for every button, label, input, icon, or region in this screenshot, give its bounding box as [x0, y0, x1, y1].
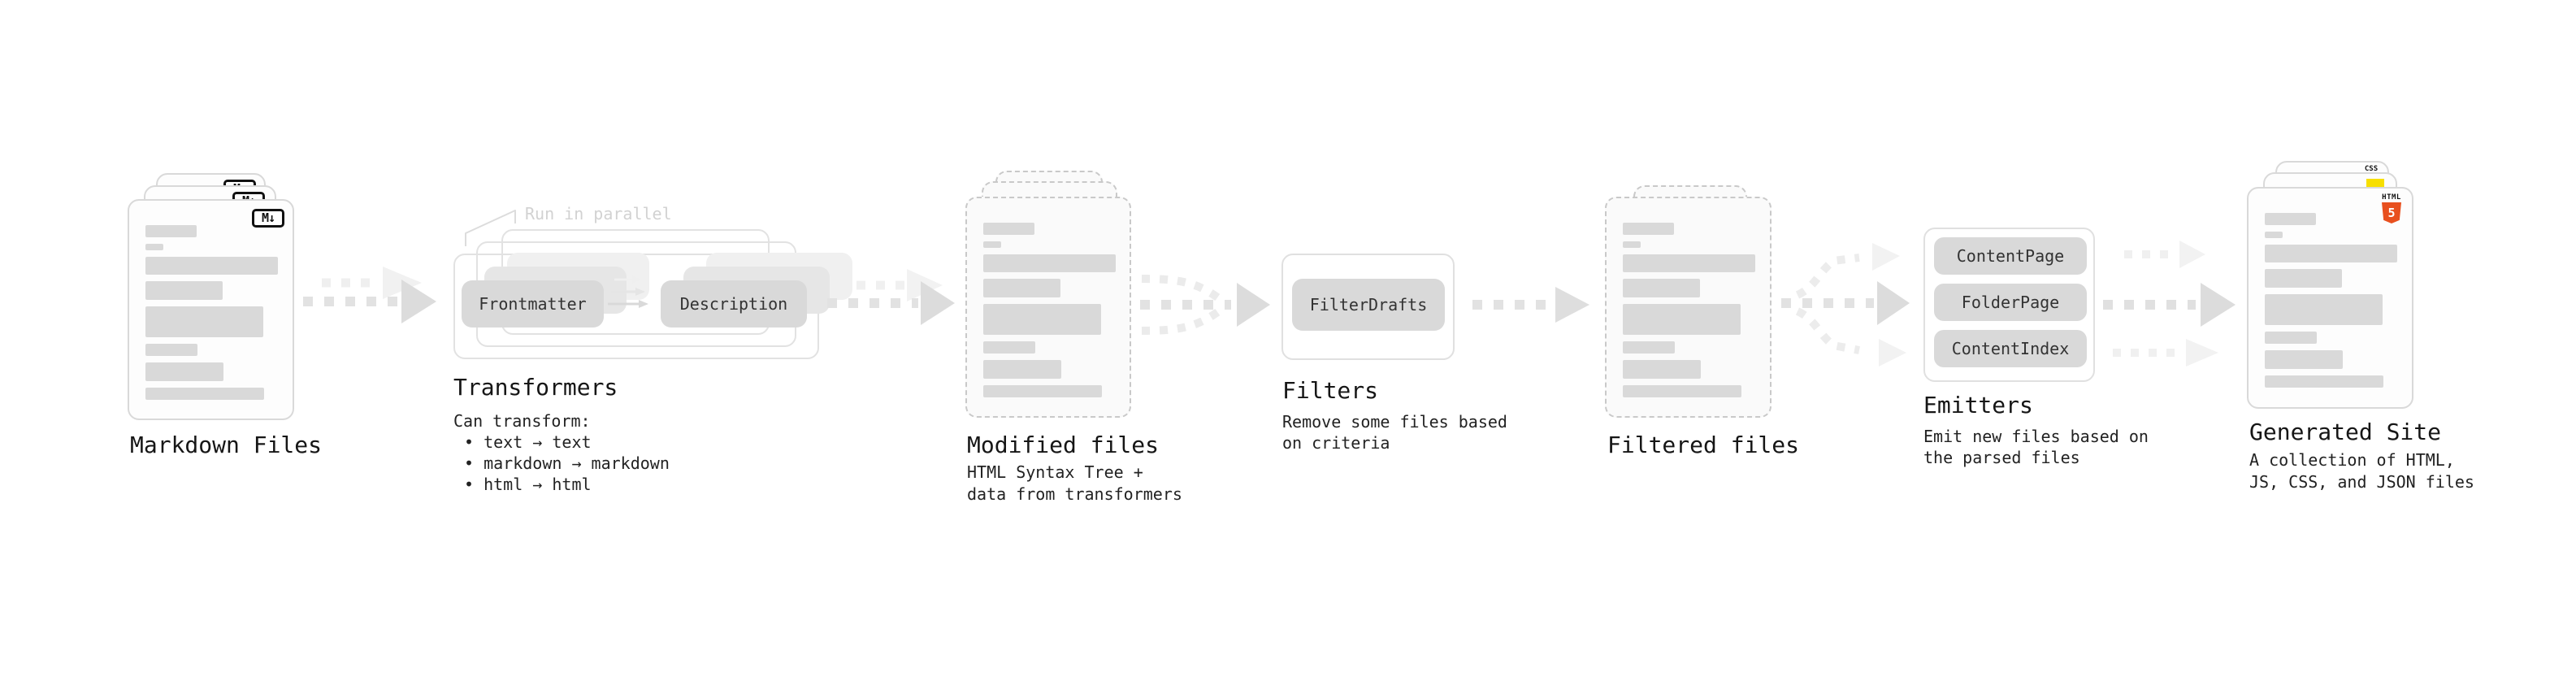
doc-skeleton-bar — [145, 244, 163, 250]
doc-skeleton-bar — [1623, 341, 1675, 354]
doc-skeleton-bar — [983, 304, 1101, 335]
transformers-bullet-1: • text → text — [464, 432, 592, 452]
filtered-files-label: Filtered files — [1607, 432, 1800, 458]
doc-skeleton-bar — [983, 241, 1001, 248]
generated-site-desc-line2: JS, CSS, and JSON files — [2249, 472, 2474, 492]
generated-site-description: A collection of HTML, JS, CSS, and JSON … — [2249, 449, 2474, 493]
doc-skeleton-bar — [145, 225, 197, 237]
emitters-frame — [1923, 228, 2095, 382]
contentpage-box: ContentPage — [1934, 237, 2087, 275]
filtered-file-card-front — [1605, 197, 1772, 418]
filters-label: Filters — [1282, 377, 1379, 404]
emitters-desc-line1: Emit new files based on — [1923, 427, 2149, 446]
doc-skeleton-bar — [1623, 304, 1741, 335]
doc-skeleton-bar — [145, 344, 197, 356]
generated-site-label: Generated Site — [2249, 419, 2442, 445]
flow-arrow-modified-to-filters — [1140, 275, 1270, 335]
filters-frame — [1281, 254, 1455, 360]
transformers-description: Can transform: • text → text • markdown … — [453, 410, 670, 495]
doc-skeleton-bar — [2265, 294, 2383, 325]
doc-skeleton-bar — [145, 281, 223, 300]
doc-skeleton-bar — [2265, 245, 2397, 262]
flow-arrow-filters-to-filtered — [1472, 287, 1589, 323]
run-in-parallel-note: Run in parallel — [525, 204, 672, 223]
markdown-icon: M↓ — [252, 209, 284, 228]
html5-icon: HTML 5 — [2381, 193, 2402, 223]
generated-site-desc-line1: A collection of HTML, — [2249, 450, 2455, 470]
filters-description: Remove some files based on criteria — [1282, 411, 1507, 453]
transform-step-arrows — [608, 275, 648, 308]
folderpage-box: FolderPage — [1934, 284, 2087, 321]
html5-icon-label: HTML — [2382, 193, 2401, 202]
doc-skeleton-bar — [983, 279, 1060, 297]
doc-skeleton-bar — [1623, 360, 1701, 379]
doc-skeleton-bar — [983, 254, 1116, 272]
doc-skeleton-bar — [2265, 332, 2317, 344]
contentindex-box: ContentIndex — [1934, 330, 2087, 367]
doc-skeleton-bar — [983, 385, 1102, 397]
doc-skeleton — [129, 201, 293, 400]
transformers-label: Transformers — [453, 374, 618, 401]
modified-files-desc-line1: HTML Syntax Tree + — [967, 462, 1143, 482]
flow-arrow-filtered-to-emitters — [1781, 243, 1910, 367]
filterdrafts-box: FilterDrafts — [1292, 279, 1445, 331]
css-icon-label: CSS — [2364, 165, 2379, 173]
doc-skeleton-bar — [1623, 385, 1741, 397]
note-leader-line — [465, 210, 516, 246]
modified-files-label: Modified files — [967, 432, 1160, 458]
modified-files-description: HTML Syntax Tree + data from transformer… — [967, 462, 1182, 505]
html5-icon-shield: 5 — [2382, 202, 2401, 223]
filters-desc-line2: on criteria — [1282, 433, 1390, 453]
doc-skeleton-bar — [1623, 254, 1755, 272]
doc-skeleton-bar — [145, 306, 263, 337]
doc-skeleton-bar — [1623, 279, 1700, 297]
flow-arrow-emitters-to-generated — [2103, 241, 2236, 367]
description-box: Description — [661, 280, 807, 327]
doc-skeleton-bar — [2265, 269, 2342, 288]
flow-arrow-transformers-to-modified — [827, 269, 955, 325]
doc-skeleton-bar — [983, 223, 1034, 235]
transformers-desc-title: Can transform: — [453, 411, 591, 431]
markdown-files-label: Markdown Files — [130, 432, 323, 458]
doc-skeleton-bar — [2265, 232, 2283, 238]
emitters-description: Emit new files based on the parsed files — [1923, 426, 2149, 468]
frontmatter-box: Frontmatter — [462, 280, 604, 327]
doc-skeleton-bar — [983, 341, 1035, 354]
modified-files-desc-line2: data from transformers — [967, 484, 1182, 504]
modified-file-card-front — [965, 197, 1131, 418]
markdown-file-card-front: M↓ — [128, 199, 294, 420]
emitters-desc-line2: the parsed files — [1923, 448, 2080, 467]
transformers-bullet-2: • markdown → markdown — [464, 453, 670, 473]
doc-skeleton — [2249, 189, 2412, 388]
doc-skeleton-bar — [145, 257, 278, 275]
doc-skeleton-bar — [145, 388, 264, 400]
transformers-bullet-3: • html → html — [464, 475, 592, 494]
doc-skeleton — [1607, 198, 1770, 397]
doc-skeleton — [967, 198, 1130, 397]
doc-skeleton-bar — [2265, 350, 2343, 369]
filters-desc-line1: Remove some files based — [1282, 412, 1507, 432]
doc-skeleton-bar — [145, 362, 223, 381]
flow-arrow-markdown-to-transformers — [303, 267, 436, 323]
emitters-label: Emitters — [1923, 392, 2033, 419]
doc-skeleton-bar — [2265, 213, 2316, 225]
doc-skeleton-bar — [1623, 223, 1674, 235]
generated-file-card-front: HTML 5 — [2247, 187, 2413, 409]
doc-skeleton-bar — [1623, 241, 1641, 248]
doc-skeleton-bar — [983, 360, 1061, 379]
doc-skeleton-bar — [2265, 375, 2383, 388]
